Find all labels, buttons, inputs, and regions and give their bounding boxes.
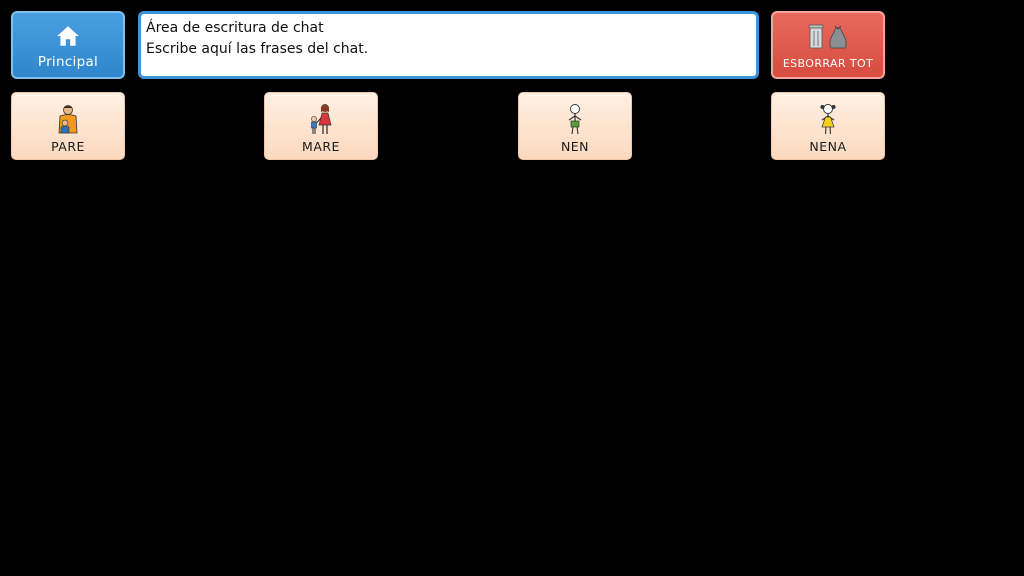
mother-pictogram-icon [311,103,332,134]
tile-label: PARE [51,138,85,154]
girl-pictogram-icon [820,103,836,134]
chat-input-area[interactable]: Área de escritura de chat Escribe aquí l… [138,11,759,79]
home-button[interactable]: Principal [11,11,125,79]
tile-label: MARE [302,138,340,154]
tile-nena[interactable]: NENA [771,92,885,160]
clear-all-button-label: ESBORRAR TOT [782,57,874,70]
tile-label: NEN [560,138,590,154]
home-button-label: Principal [37,53,99,70]
home-icon [57,25,79,46]
tile-pare[interactable]: PARE [11,92,125,160]
clear-all-button[interactable]: ESBORRAR TOT [771,11,885,79]
chat-hint-line: Escribe aquí las frases del chat. [146,41,369,57]
boy-pictogram-icon [568,103,582,134]
tile-nen[interactable]: NEN [518,92,632,160]
chat-title-line: Área de escritura de chat [146,20,324,36]
tile-mare[interactable]: MARE [264,92,378,160]
trash-icon [808,24,847,49]
tile-label: NENA [809,138,847,154]
father-pictogram-icon [58,104,78,133]
